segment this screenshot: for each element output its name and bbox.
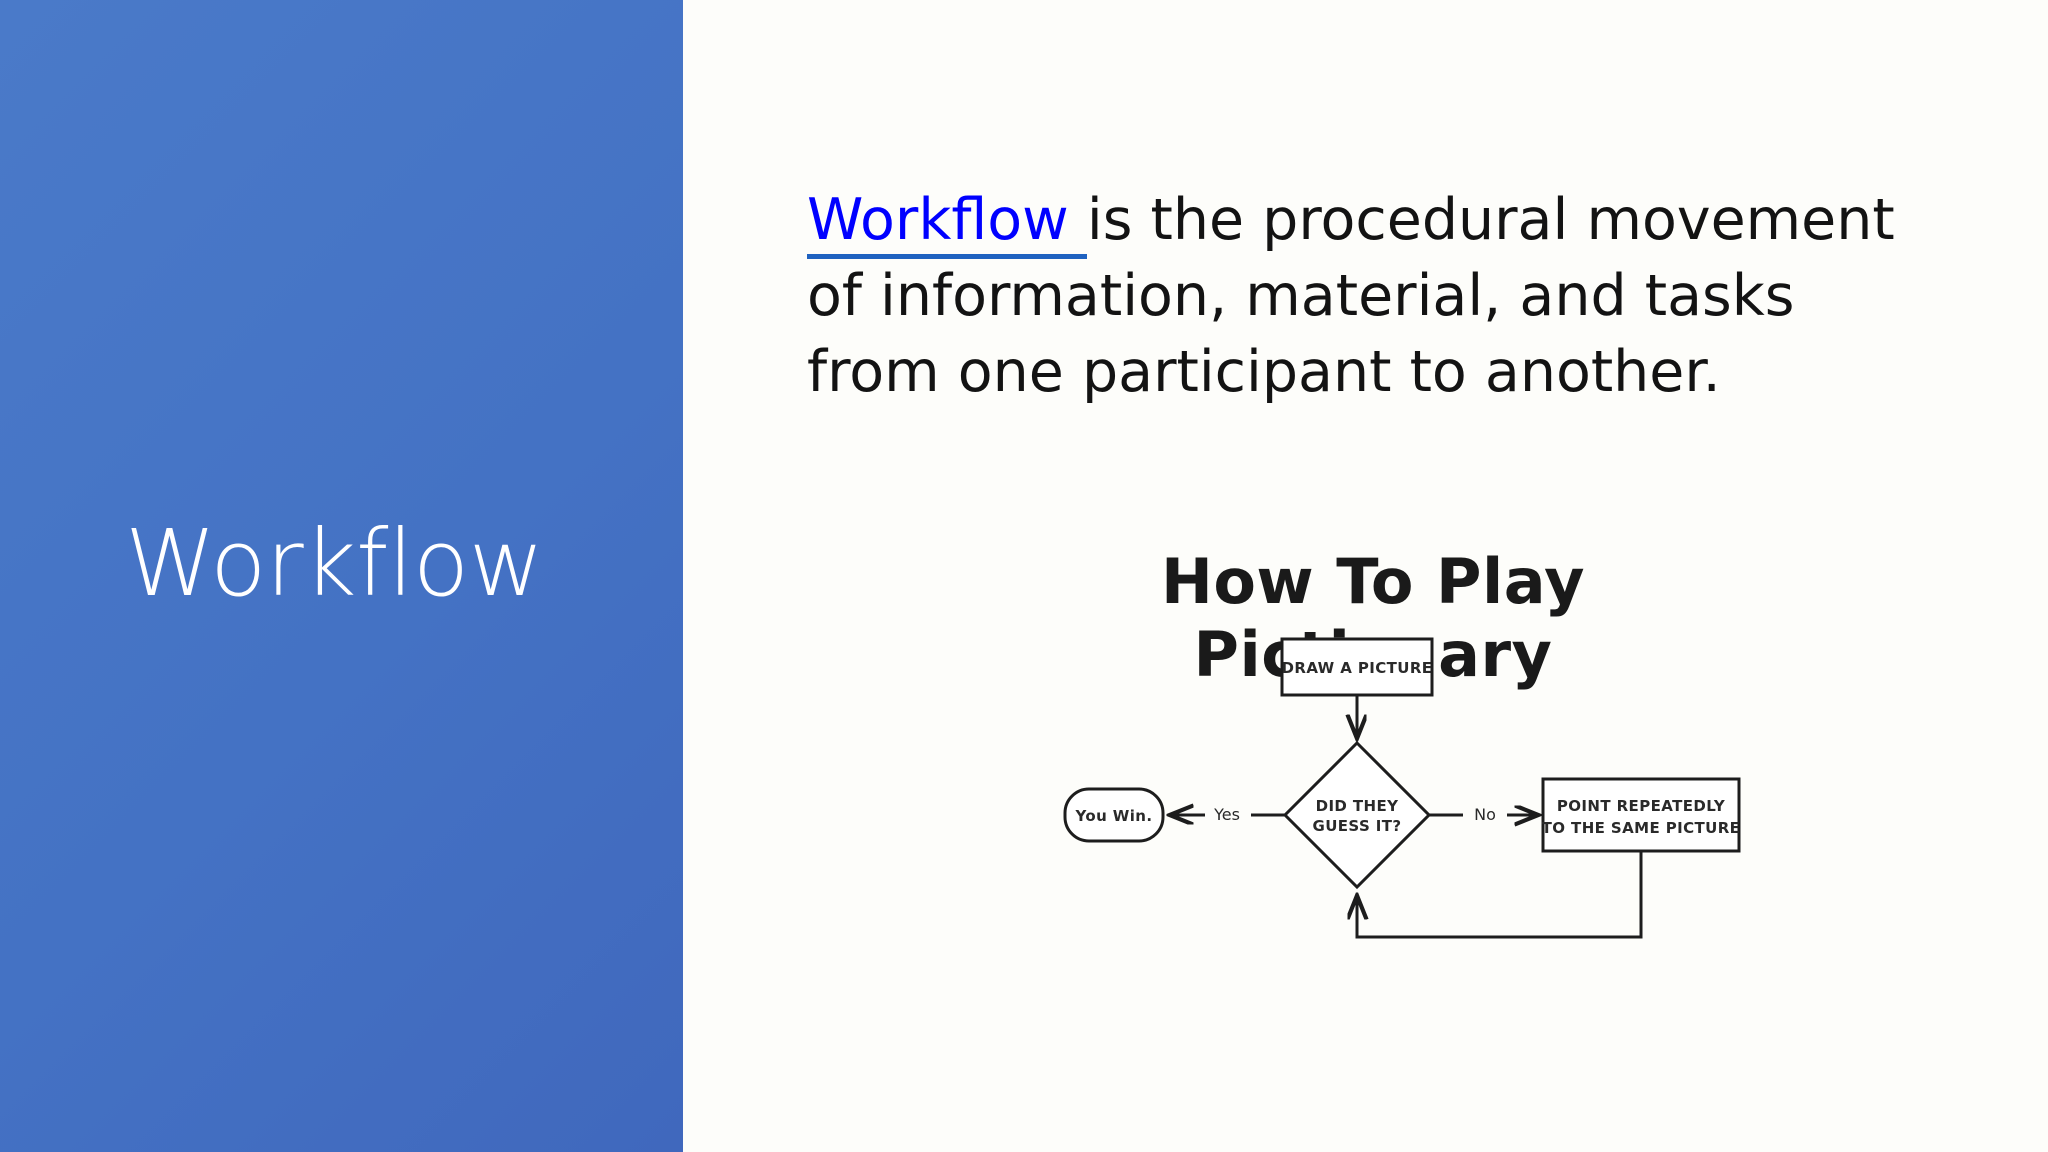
page-title: Workflow <box>125 510 544 617</box>
node-draw-a-picture: DRAW A PICTURE <box>1280 637 1434 697</box>
slide-title-panel: Workflow <box>0 0 683 1152</box>
node-did-they-guess-it: DID THEY GUESS IT? <box>1282 740 1432 890</box>
node-decision-label-line2: GUESS IT? <box>1312 817 1401 835</box>
node-you-win-label: You Win. <box>1075 807 1153 825</box>
definition-paragraph: Workflow is the procedural movement of i… <box>807 182 1927 410</box>
flowchart-svg: DRAW A PICTURE DID THEY GUESS IT? Yes <box>1063 637 1741 939</box>
edge-loop-back-to-decision <box>1357 851 1643 939</box>
pictionary-flowchart-figure: How To Play Pictionary DRAW A PICTURE <box>993 545 1753 995</box>
node-point-repeatedly: POINT REPEATEDLY TO THE SAME PICTURE <box>1541 777 1741 853</box>
definition-rest-text: is the procedural movement of informatio… <box>807 187 1895 405</box>
node-decision-label-line1: DID THEY <box>1316 797 1400 815</box>
edge-label-no: No <box>1474 805 1496 824</box>
node-draw-a-picture-label: DRAW A PICTURE <box>1282 659 1433 677</box>
node-you-win: You Win. <box>1063 787 1165 843</box>
edge-label-yes: Yes <box>1213 805 1240 824</box>
slide-content-pane: Workflow is the procedural movement of i… <box>683 0 2048 1152</box>
node-point-repeatedly-label-line1: POINT REPEATEDLY <box>1557 797 1726 815</box>
workflow-hyperlink[interactable]: Workflow <box>807 187 1087 259</box>
node-point-repeatedly-label-line2: TO THE SAME PICTURE <box>1542 819 1741 837</box>
